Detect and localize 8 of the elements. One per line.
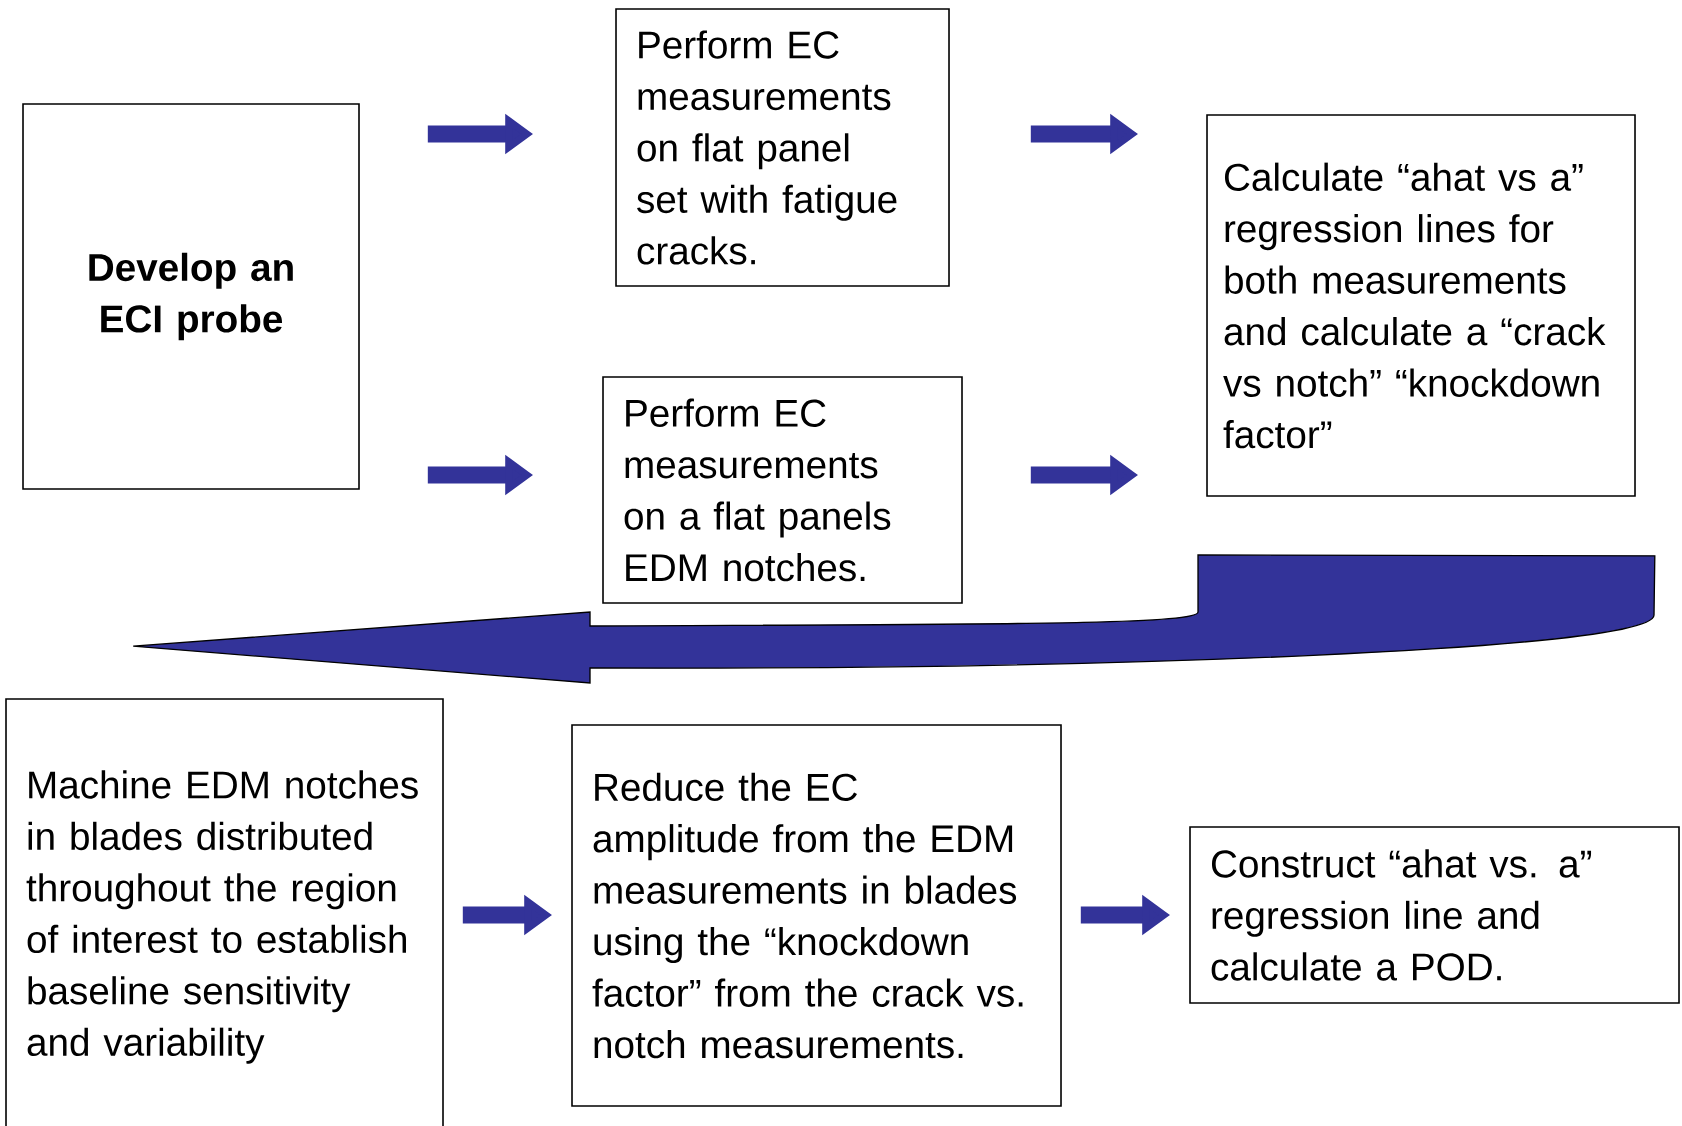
process-box: Reduce the EC amplitude from the EDM measurements in blades using the “knockdown factor” from the crack vs. notch measurements. [571, 724, 1062, 1107]
process-box: Perform EC measurements on a flat panels EDM notches. [602, 376, 963, 604]
curved-block-arrow [132, 554, 1656, 684]
process-box: Develop an ECI probe [22, 103, 360, 490]
process-box: Calculate “ahat vs a” regression lines for both measurements and calculate a “crack vs notch” “knockdown factor” [1206, 114, 1636, 497]
process-box: Construct “ahat vs. a” regression line and calculate a POD. [1189, 826, 1680, 1004]
process-box: Perform EC measurements on flat panel set with fatigue cracks. [615, 8, 950, 287]
process-box: Machine EDM notches in blades distributed throughout the region of interest to establish baseline sensitivity and variability [5, 698, 444, 1126]
